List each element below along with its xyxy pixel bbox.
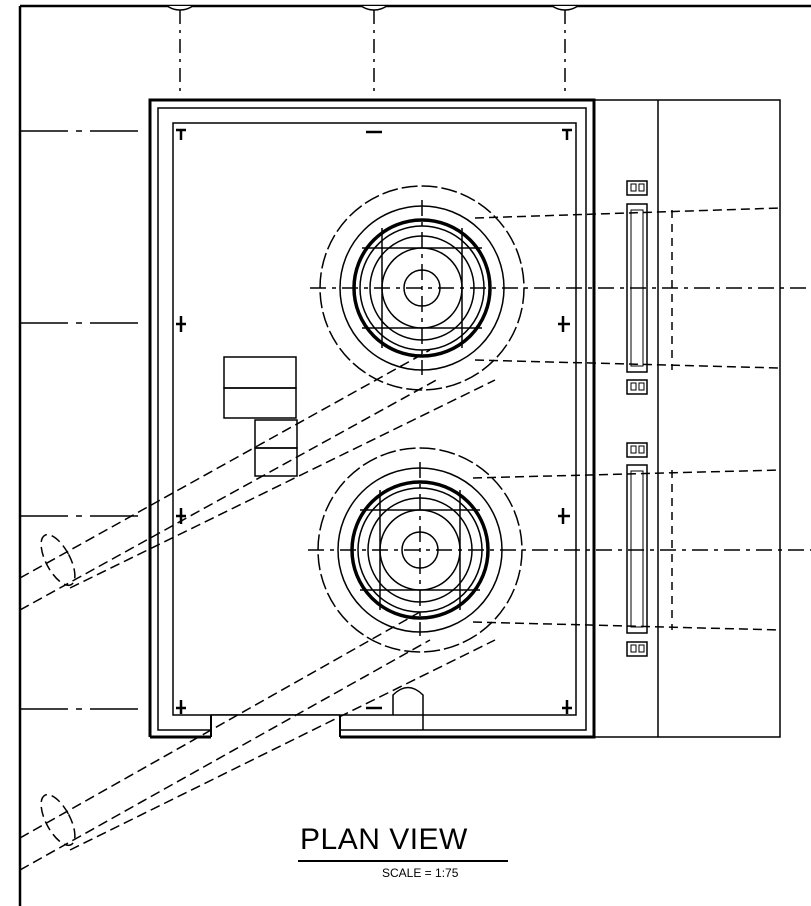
pump-2 <box>308 447 811 653</box>
suction-pipes <box>20 349 496 871</box>
pump-1 <box>310 185 811 391</box>
sheet-border <box>18 4 811 906</box>
drawing-title: PLAN VIEW <box>300 823 468 856</box>
grid-markers-top <box>166 6 579 92</box>
beam-markers <box>176 128 572 714</box>
equipment-boxes <box>223 356 298 477</box>
valve-chamber <box>593 99 781 738</box>
scale-label: SCALE = 1:75 <box>382 866 459 880</box>
chamber-walls <box>148 98 596 739</box>
title-underline <box>298 860 508 862</box>
grid-lines-left <box>20 130 138 710</box>
